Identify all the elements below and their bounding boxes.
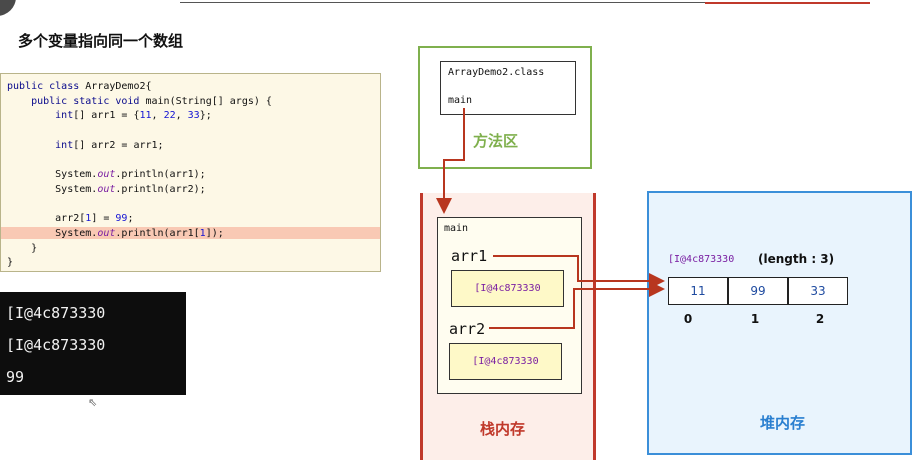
code-line: arr2[1] = 99;	[7, 212, 133, 226]
code-line: System.out.println(arr1);	[7, 168, 206, 182]
code-token: ]);	[205, 228, 224, 239]
code-token: ArrayDemo2{	[85, 81, 152, 92]
code-token: System.	[7, 183, 98, 195]
code-token: 1	[199, 228, 206, 239]
code-token: 22	[163, 110, 176, 122]
code-token: ] =	[91, 213, 116, 225]
code-token: 99	[115, 213, 128, 225]
code-token: ,	[175, 110, 188, 122]
array-cell-0: 11	[668, 277, 728, 305]
class-method: main	[448, 95, 473, 106]
class-box: ArrayDemo2.class main	[440, 61, 576, 115]
console-output: [I@4c873330 [I@4c873330 99	[0, 292, 186, 395]
heap-area-label: 堆内存	[760, 414, 806, 432]
array-index-2: 2	[815, 312, 825, 326]
code-token: [] arr2 = arr1;	[73, 139, 164, 151]
code-token: .println(arr1[	[115, 228, 200, 239]
var-arr2-label: arr2	[449, 320, 486, 338]
code-token: .println(arr2);	[115, 183, 206, 195]
code-panel: public class ArrayDemo2{ public static v…	[0, 73, 381, 272]
code-token: }	[7, 257, 14, 269]
code-line: }	[7, 242, 37, 256]
code-line: System.out.println(arr1[1]);	[7, 227, 224, 241]
code-token: public class	[7, 81, 86, 92]
var-arr1-label: arr1	[451, 247, 488, 265]
stack-frame-label: main	[444, 223, 469, 234]
code-token: arr2[	[7, 213, 86, 225]
code-token: out	[97, 228, 116, 239]
code-token: main(String[] args) {	[145, 95, 272, 107]
code-token: 11	[139, 110, 152, 122]
code-line: int[] arr1 = {11, 22, 33};	[7, 109, 212, 123]
class-name: ArrayDemo2.class	[448, 67, 545, 78]
code-token: 33	[187, 110, 200, 122]
array-cell-1: 99	[728, 277, 788, 305]
mouse-pointer-icon: ⇖	[88, 396, 98, 409]
header-divider	[180, 2, 870, 3]
console-line: 99	[6, 368, 25, 386]
code-token: out	[97, 169, 116, 181]
code-token: int	[7, 110, 74, 122]
heap-array-length: (length : 3)	[758, 252, 835, 266]
console-line: [I@4c873330	[6, 304, 106, 322]
code-line: public class ArrayDemo2{	[7, 80, 152, 94]
method-area-label: 方法区	[473, 132, 519, 150]
code-token: System.	[7, 169, 98, 181]
stack-area-label: 栈内存	[480, 420, 526, 438]
code-line: public static void main(String[] args) {	[7, 95, 272, 109]
array-index-1: 1	[750, 312, 760, 326]
code-token: };	[199, 110, 212, 122]
code-token: 1	[85, 213, 92, 225]
code-token: System.	[7, 228, 98, 239]
highlighted-line	[1, 227, 380, 239]
code-token: .println(arr1);	[115, 169, 206, 181]
heap-array-address: [I@4c873330	[668, 254, 735, 265]
code-token: out	[97, 183, 116, 195]
array-cell-2: 33	[788, 277, 848, 305]
code-token: public static void	[7, 95, 146, 107]
code-line: System.out.println(arr2);	[7, 183, 206, 197]
code-token: }	[7, 242, 38, 254]
heap-area-box	[647, 191, 912, 455]
var-arr2-ref: [I@4c873330	[449, 343, 562, 380]
logo-icon	[0, 0, 16, 16]
code-line: int[] arr2 = arr1;	[7, 139, 164, 153]
slide-title: 多个变量指向同一个数组	[18, 32, 184, 50]
var-arr1-ref: [I@4c873330	[451, 270, 564, 307]
code-token: [] arr1 = {	[73, 110, 140, 122]
header-accent-bar	[705, 2, 870, 4]
code-token: ;	[127, 213, 134, 225]
array-index-0: 0	[683, 312, 693, 326]
code-line: }	[7, 256, 13, 270]
code-token: ,	[151, 110, 164, 122]
console-line: [I@4c873330	[6, 336, 106, 354]
code-token: int	[7, 139, 74, 151]
